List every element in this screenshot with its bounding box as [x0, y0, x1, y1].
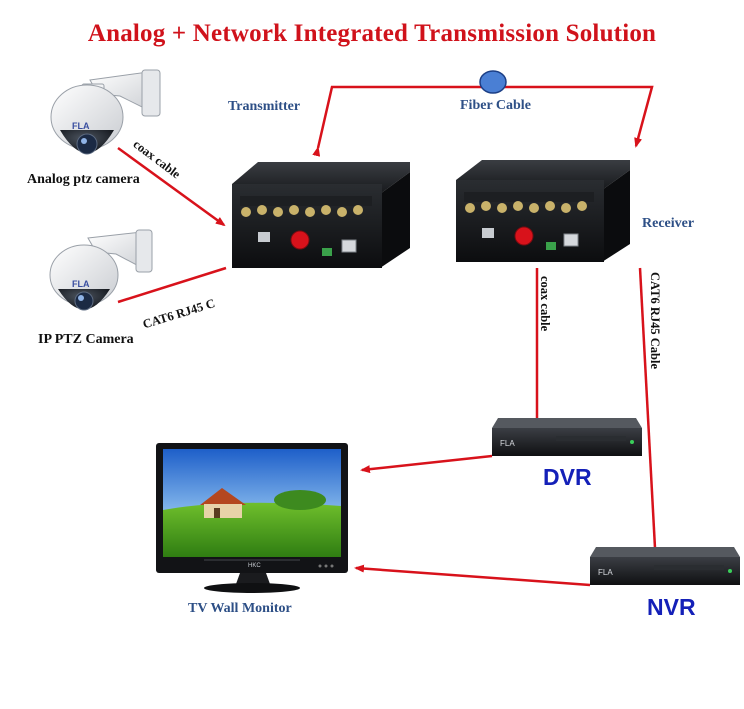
dvr-recorder-image: FLA	[492, 418, 642, 456]
diagram-title: Analog + Network Integrated Transmission…	[87, 20, 657, 47]
receiver-to-nvr-cat6-line	[638, 267, 657, 549]
fiber-cable-node	[479, 70, 507, 94]
transmitter-device-image	[232, 162, 410, 268]
coax-cable-label-right: coax cable	[538, 276, 552, 332]
fiber-cable-line	[312, 85, 654, 157]
analog-ptz-camera-image: FLA	[50, 69, 161, 155]
monitor-label: TV Wall Monitor	[188, 601, 292, 616]
ip-ptz-camera-image: FLA	[49, 229, 153, 311]
nvr-logo: FLA	[598, 568, 613, 577]
analog-coax-cable-line	[117, 146, 226, 227]
cat6-cable-label-right: CAT6 RJ45 Cable	[648, 272, 662, 369]
ip-camera-logo: FLA	[72, 279, 90, 289]
tv-wall-monitor-image: HKC	[156, 443, 348, 593]
transmitter-label: Transmitter	[228, 99, 301, 114]
dvr-label: DVR	[543, 464, 592, 490]
nvr-label: NVR	[647, 594, 696, 620]
receiver-device-image	[456, 160, 630, 262]
receiver-label: Receiver	[642, 216, 695, 231]
analog-camera-label: Analog ptz camera	[27, 172, 140, 187]
nvr-recorder-image: FLA	[590, 547, 740, 585]
ip-cat6-cable-line	[117, 266, 227, 304]
dvr-to-monitor-line	[360, 454, 493, 474]
monitor-logo: HKC	[248, 563, 261, 569]
fiber-cable-label: Fiber Cable	[460, 98, 531, 113]
nvr-to-monitor-line	[354, 564, 591, 587]
analog-camera-logo: FLA	[72, 121, 90, 131]
dvr-logo: FLA	[500, 439, 515, 448]
ip-camera-label: IP PTZ Camera	[38, 332, 134, 347]
